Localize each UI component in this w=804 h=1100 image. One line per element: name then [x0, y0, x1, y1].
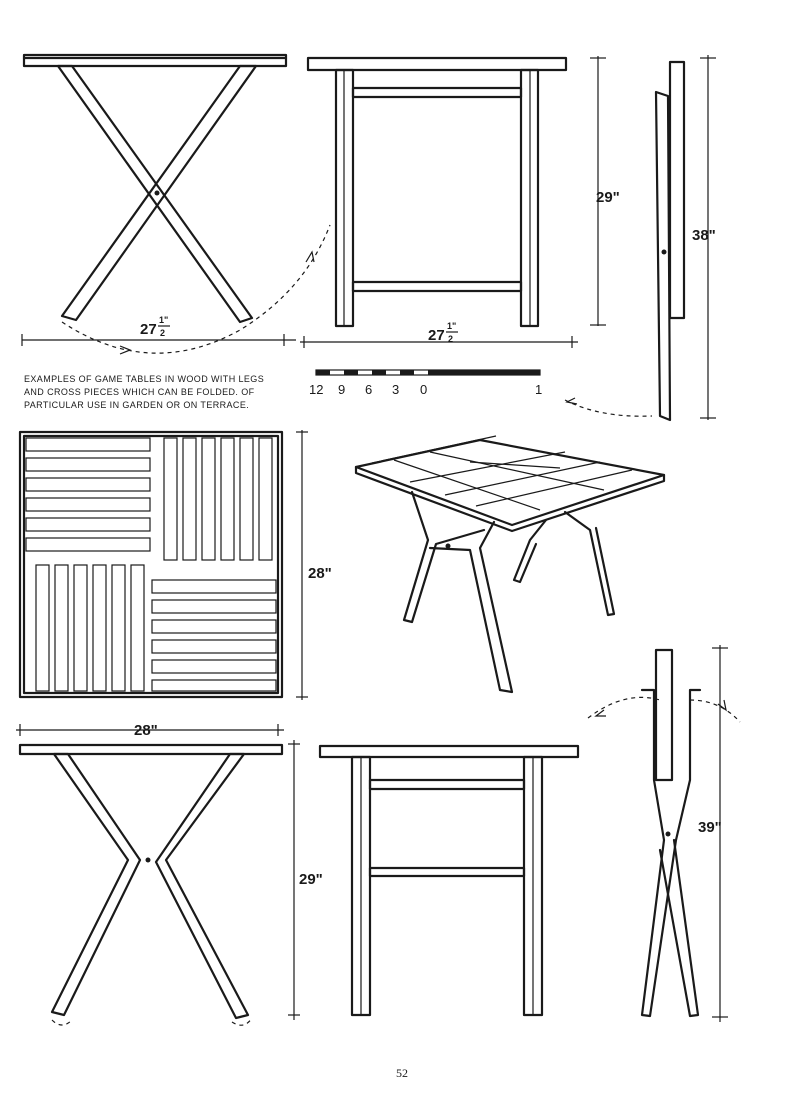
caption-line: EXAMPLES OF GAME TABLES IN WOOD WITH LEG…	[24, 374, 265, 384]
x-leg-b	[60, 64, 258, 322]
page-number: 52	[396, 1066, 408, 1080]
bottom-left-side-elevation: 28" 29"	[16, 722, 323, 1026]
pivot-bolt	[445, 543, 451, 549]
perspective-top	[354, 438, 666, 527]
height-label: 29"	[299, 871, 323, 888]
height-label: 28"	[308, 565, 332, 582]
pivot-bolt	[661, 249, 667, 255]
perspective-view	[354, 435, 666, 694]
slats-bottom-left	[35, 564, 145, 692]
caption-line: PARTICULAR USE IN GARDEN OR ON TERRACE.	[24, 400, 250, 410]
fold-arc-left	[587, 696, 661, 719]
caption-line: AND CROSS PIECES WHICH CAN BE FOLDED. OF	[24, 387, 255, 397]
fold-arc	[564, 399, 653, 417]
scale-bar: 12 9 6 3 0 1	[309, 369, 542, 397]
pivot-bolt	[145, 857, 151, 863]
dimension-label-frac-num: 1"	[159, 315, 168, 325]
leg-right	[154, 752, 250, 1020]
scale-label: 9	[338, 382, 345, 397]
dimension-label-whole: 27	[140, 321, 157, 338]
height-label: 39"	[698, 819, 722, 836]
top-left-side-elevation: 27 1" 2	[21, 53, 331, 355]
upper-crossbar	[368, 778, 526, 791]
table-top	[18, 743, 284, 756]
lower-crossbar	[368, 866, 526, 878]
slats-top-right	[163, 437, 273, 561]
scale-label: 3	[392, 382, 399, 397]
dimension-label-whole: 27	[428, 327, 445, 344]
perspective-leg-front-right	[428, 520, 514, 694]
scale-label: 12	[309, 382, 323, 397]
table-top	[318, 744, 580, 759]
perspective-leg-back-left	[512, 518, 548, 584]
scale-label: 6	[365, 382, 372, 397]
fold-arrow-b	[305, 250, 315, 263]
folded-top	[654, 648, 674, 782]
fold-arc-right	[689, 699, 741, 723]
dimension-label-frac-den: 2	[448, 334, 453, 344]
pivot-bolt	[154, 190, 160, 196]
scale-label: 0	[420, 382, 427, 397]
dimension-label-frac-den: 2	[160, 328, 165, 338]
folded-top	[668, 60, 686, 320]
perspective-leg-front-left	[402, 490, 486, 624]
fold-arc	[61, 224, 331, 354]
upper-crossbar	[351, 86, 523, 99]
slats-bottom-right	[151, 579, 277, 692]
width-label: 28"	[134, 722, 158, 739]
slats-top-left	[25, 437, 151, 552]
fold-arrow	[565, 397, 578, 405]
folded-legs	[640, 688, 702, 1018]
lower-crossbar	[351, 280, 523, 293]
plan-outline	[18, 430, 284, 699]
dimension-label-frac-num: 1"	[447, 321, 456, 331]
height-label: 38"	[692, 227, 716, 244]
height-label: 29"	[596, 189, 620, 206]
figure-caption: EXAMPLES OF GAME TABLES IN WOOD WITH LEG…	[24, 373, 284, 412]
top-right-folded-view: 38"	[564, 55, 716, 422]
top-middle-front-elevation: 27 1" 2 29"	[300, 56, 620, 348]
scale-label: 1	[535, 382, 542, 397]
table-top	[22, 53, 288, 68]
plan-view: 28"	[18, 430, 332, 700]
leg-left	[50, 752, 142, 1017]
bottom-middle-front-elevation	[318, 744, 580, 1017]
fold-arrow	[119, 345, 132, 355]
pivot-bolt	[665, 831, 671, 837]
table-top	[306, 56, 568, 72]
folded-leg	[654, 90, 672, 422]
x-leg-a	[56, 64, 254, 324]
perspective-leg-back-right	[563, 510, 616, 617]
bottom-right-folded-view: 39"	[587, 645, 741, 1022]
